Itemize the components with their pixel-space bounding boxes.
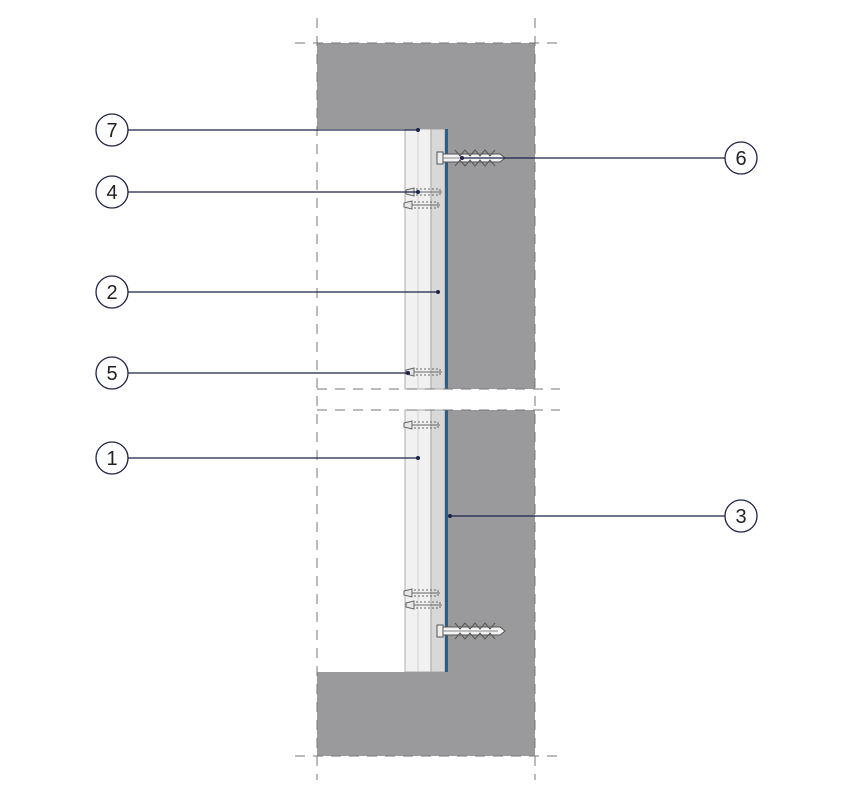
callout-label: 7 xyxy=(106,120,117,142)
cut-lines xyxy=(295,18,560,780)
callout-7: 7 xyxy=(95,113,420,147)
callout-3: 3 xyxy=(448,499,758,533)
screw-icon xyxy=(405,367,442,377)
callout-label: 1 xyxy=(106,448,117,470)
screw-icon xyxy=(403,588,440,598)
callout-label: 2 xyxy=(106,282,117,304)
callout-2: 2 xyxy=(95,275,440,309)
screw-icon xyxy=(403,420,440,430)
callout-5: 5 xyxy=(95,356,410,390)
screw-icon xyxy=(405,600,442,610)
anchors xyxy=(436,149,506,640)
screws xyxy=(403,187,442,610)
callout-6: 6 xyxy=(460,141,758,175)
callout-label: 4 xyxy=(106,182,117,204)
board-inner-upper xyxy=(430,128,446,390)
screw-icon xyxy=(403,200,440,210)
concrete-wall xyxy=(317,43,535,756)
callout-label: 5 xyxy=(106,363,117,385)
concrete-lower xyxy=(317,410,535,756)
callout-label: 3 xyxy=(735,506,746,528)
concrete-upper xyxy=(317,43,535,389)
callout-4: 4 xyxy=(95,175,420,209)
membrane-lower xyxy=(445,410,448,672)
callout-label: 6 xyxy=(735,148,746,170)
callout-1: 1 xyxy=(95,441,420,475)
callouts: 7 4 2 5 1 6 xyxy=(95,113,758,533)
membrane-upper xyxy=(445,129,448,389)
wall-anchor-icon xyxy=(436,622,506,640)
